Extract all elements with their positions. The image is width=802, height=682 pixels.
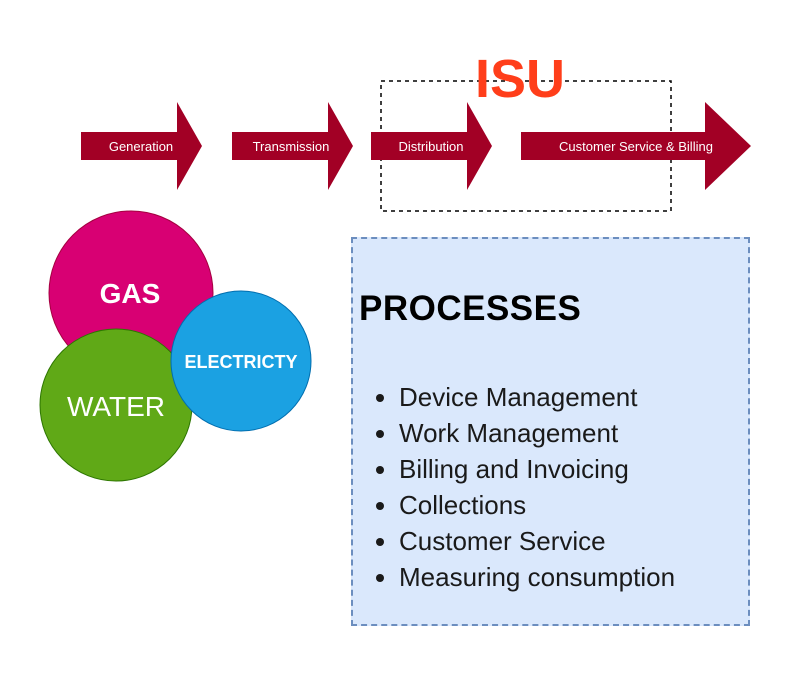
- flow-step-transmission: Transmission: [232, 102, 353, 190]
- list-item: Customer Service: [399, 523, 675, 559]
- list-item: Measuring consumption: [399, 559, 675, 595]
- flow-label-transmission: Transmission: [253, 139, 330, 154]
- processes-panel: PROCESSES Device Management Work Managem…: [351, 237, 750, 626]
- water-label: WATER: [67, 391, 165, 422]
- isu-title: ISU: [475, 49, 565, 109]
- flow-label-customer-service-billing: Customer Service & Billing: [559, 139, 713, 154]
- flow-step-generation: Generation: [81, 102, 202, 190]
- utility-circles: GAS WATER ELECTRICTY: [39, 210, 312, 482]
- flow-label-generation: Generation: [109, 139, 173, 154]
- flow-label-distribution: Distribution: [398, 139, 463, 154]
- gas-label: GAS: [100, 278, 161, 309]
- list-item: Billing and Invoicing: [399, 451, 675, 487]
- processes-list: Device Management Work Management Billin…: [353, 379, 675, 595]
- electricity-circle: [170, 290, 312, 432]
- processes-heading: PROCESSES: [359, 289, 582, 328]
- list-item: Device Management: [399, 379, 675, 415]
- list-item: Work Management: [399, 415, 675, 451]
- electricity-label: ELECTRICTY: [184, 352, 297, 372]
- flow-step-customer-service-billing: Customer Service & Billing: [521, 102, 751, 190]
- list-item: Collections: [399, 487, 675, 523]
- flow-step-distribution: Distribution: [371, 102, 492, 190]
